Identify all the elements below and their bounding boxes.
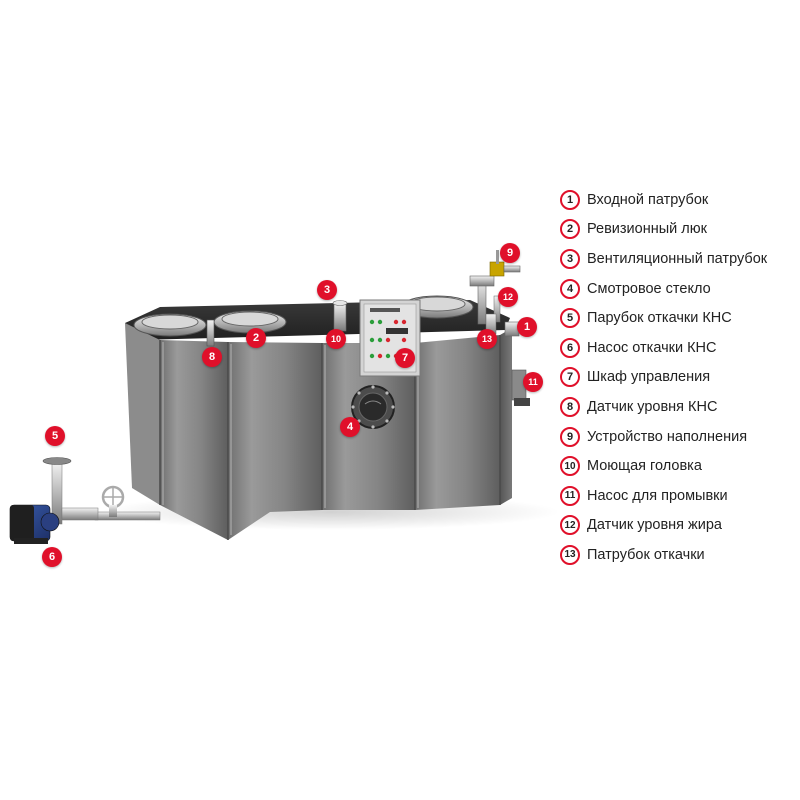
legend-item: 4 Смотровое стекло	[560, 274, 796, 304]
marker-4: 4	[340, 417, 360, 437]
legend-item: 2 Ревизионный люк	[560, 215, 796, 245]
marker-13: 13	[477, 329, 497, 349]
legend-item: 10 Моющая головка	[560, 451, 796, 481]
legend-number: 8	[560, 396, 580, 417]
marker-7: 7	[395, 348, 415, 368]
legend-label: Парубок откачки КНС	[587, 310, 732, 327]
legend-number: 6	[560, 337, 580, 358]
tank-section-2	[228, 342, 322, 540]
legend-label: Моющая головка	[587, 458, 702, 475]
legend-item: 8 Датчик уровня КНС	[560, 392, 796, 422]
control-cabinet	[359, 299, 421, 377]
legend-number: 11	[560, 485, 580, 506]
legend-label: Насос для промывки	[587, 487, 728, 504]
legend-label: Входной патрубок	[587, 191, 709, 208]
legend-label: Насос откачки КНС	[587, 339, 717, 356]
legend-label: Шкаф управления	[587, 369, 711, 386]
legend-item: 12 Датчик уровня жира	[560, 511, 796, 541]
marker-2: 2	[246, 328, 266, 348]
marker-9: 9	[500, 243, 520, 263]
marker-1: 1	[517, 317, 537, 337]
kns-pump	[9, 504, 60, 544]
sight-glass	[351, 385, 395, 429]
legend-item: 6 Насос откачки КНС	[560, 333, 796, 363]
legend-item: 13 Патрубок откачки	[560, 540, 796, 570]
legend-label: Датчик уровня жира	[587, 517, 722, 534]
legend-item: 5 Парубок откачки КНС	[560, 303, 796, 333]
marker-12: 12	[498, 287, 518, 307]
legend-number: 13	[560, 544, 580, 565]
marker-10: 10	[326, 329, 346, 349]
tank-section-right	[500, 328, 512, 505]
legend-label: Патрубок откачки	[587, 546, 705, 563]
marker-3: 3	[317, 280, 337, 300]
legend-number: 1	[560, 189, 580, 210]
legend-number: 10	[560, 456, 580, 477]
legend-label: Вентиляционный патрубок	[587, 250, 768, 267]
legend-label: Устройство наполнения	[587, 428, 748, 445]
marker-8: 8	[202, 347, 222, 367]
legend-number: 2	[560, 219, 580, 240]
tank-section-left	[125, 323, 160, 505]
level-sensor	[206, 319, 215, 347]
legend-item: 9 Устройство наполнения	[560, 422, 796, 452]
marker-5: 5	[45, 426, 65, 446]
filling-device	[469, 250, 521, 325]
legend-item: 7 Шкаф управления	[560, 363, 796, 393]
legend-number: 9	[560, 426, 580, 447]
legend-number: 7	[560, 367, 580, 388]
marker-6: 6	[42, 547, 62, 567]
legend-number: 5	[560, 308, 580, 329]
legend-label: Датчик уровня КНС	[587, 398, 718, 415]
marker-11: 11	[523, 372, 543, 392]
legend-item: 1 Входной патрубок	[560, 185, 796, 215]
tank-section-4	[415, 335, 500, 510]
legend-item: 11 Насос для промывки	[560, 481, 796, 511]
tank-section-1	[160, 340, 228, 540]
legend-item: 3 Вентиляционный патрубок	[560, 244, 796, 274]
vent-pipe	[333, 302, 347, 332]
legend-label: Ревизионный люк	[587, 221, 707, 238]
fat-level-sensor	[493, 295, 501, 323]
legend: 1 Входной патрубок 2 Ревизионный люк 3 В…	[560, 185, 796, 570]
legend-number: 3	[560, 248, 580, 269]
kns-pipe	[42, 457, 161, 525]
legend-label: Смотровое стекло	[587, 280, 711, 297]
legend-number: 4	[560, 278, 580, 299]
legend-number: 12	[560, 515, 580, 536]
